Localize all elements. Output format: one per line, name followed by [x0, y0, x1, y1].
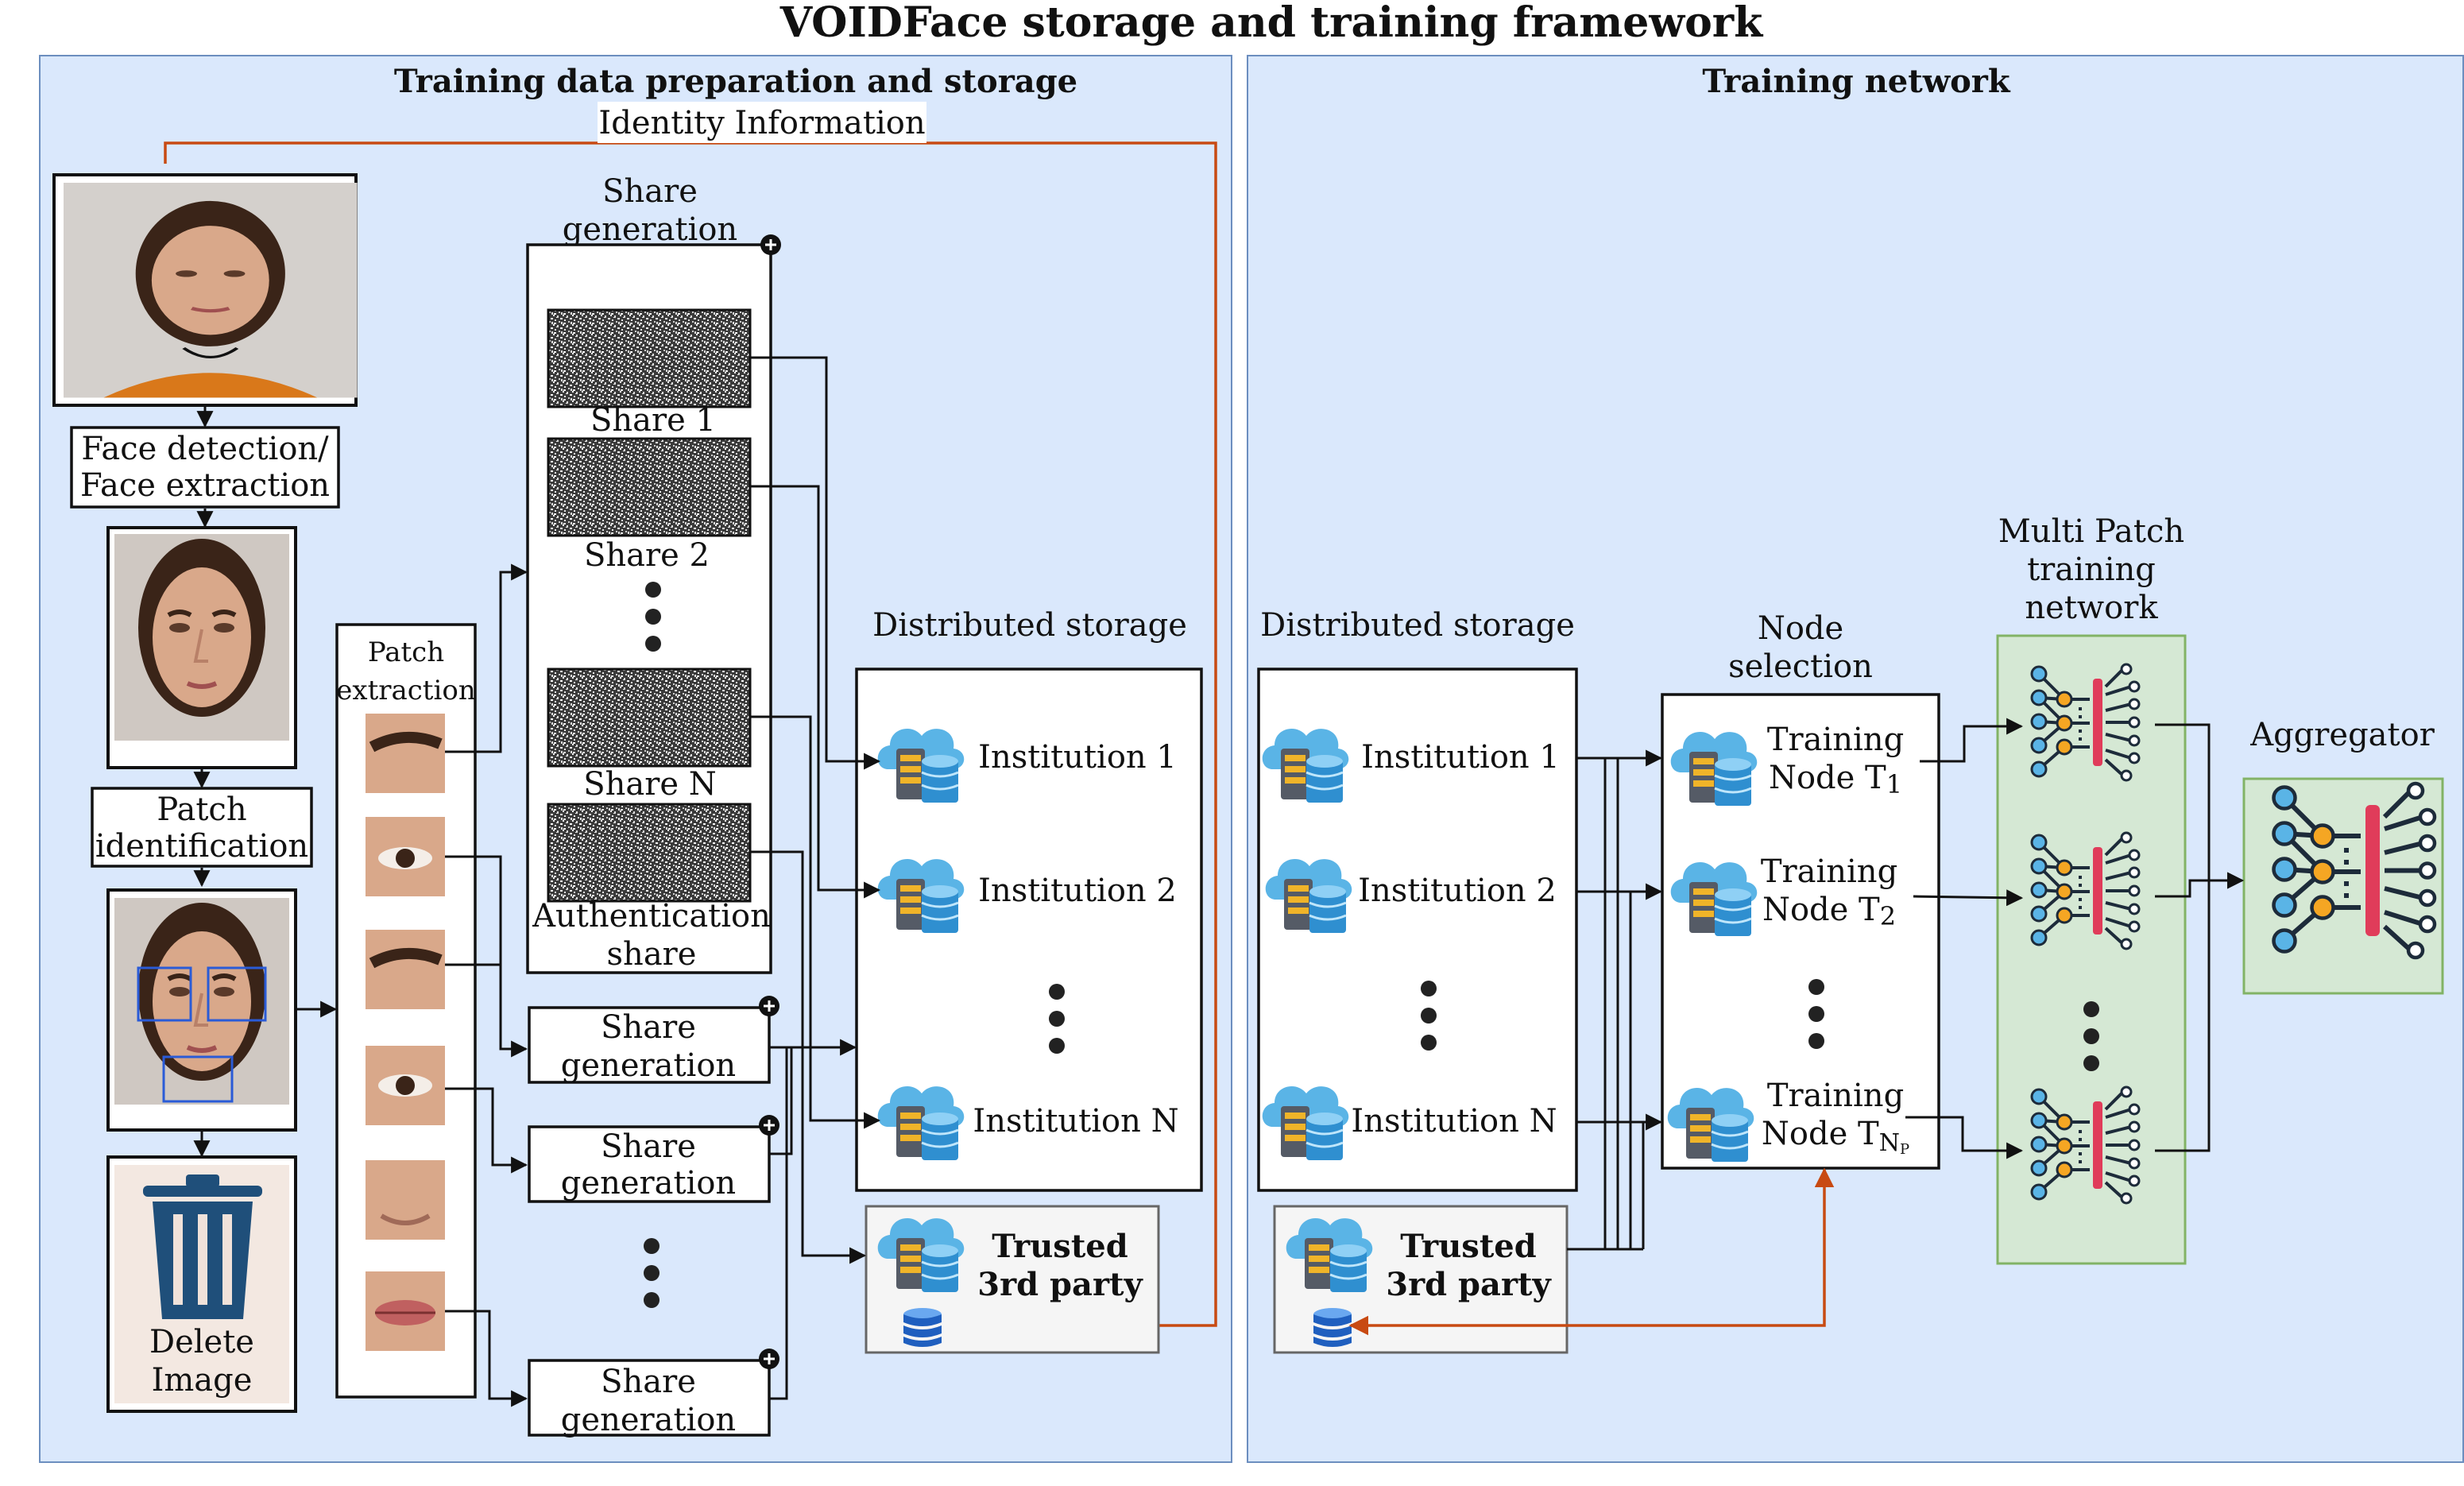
left-panel-title: Training data preparation and storage	[394, 63, 1077, 100]
patch-to-share-arrows	[445, 563, 528, 1407]
patch-nose	[366, 1160, 445, 1240]
left-trusted-label-1: Trusted	[992, 1228, 1128, 1265]
multi-patch-title-2: training	[2027, 551, 2156, 588]
network-to-aggregator-arrows	[2155, 723, 2245, 1152]
aggregator-box	[2242, 777, 2444, 995]
face-detection-label-2: Face extraction	[80, 467, 330, 504]
left-distributed-storage-title: Distributed storage	[872, 607, 1187, 644]
share-generation-3-label-2: generation	[561, 1402, 736, 1438]
patch-identification-label-1: Patch	[157, 791, 246, 828]
share-to-storage-arrows	[750, 356, 881, 1400]
left-institution-2-label: Institution 2	[978, 873, 1177, 909]
right-trusted-label-1: Trusted	[1400, 1228, 1536, 1265]
right-institution-1-label: Institution 1	[1361, 739, 1560, 776]
face-detection-label-1: Face detection/	[81, 431, 329, 467]
share-1-image	[547, 308, 752, 408]
share-generation-box-1	[528, 996, 779, 1084]
patch-eye-1	[366, 817, 445, 896]
patch-identification-label-2: identification	[95, 828, 308, 865]
node-selection-title-2: selection	[1728, 648, 1873, 685]
aggregator-title: Aggregator	[2249, 717, 2435, 753]
right-institution-ellipsis	[1421, 981, 1437, 1051]
identity-label: Identity Information	[598, 105, 925, 141]
share-generation-1-label-2: generation	[561, 1047, 736, 1084]
training-node-2-label-1: Training	[1761, 853, 1897, 890]
right-institution-n-label: Institution N	[1351, 1103, 1557, 1140]
delete-image-label-1: Delete	[149, 1324, 254, 1360]
figure-title: VOIDFace storage and training framework	[779, 0, 1763, 47]
patch-extraction-label-1: Patch	[368, 637, 444, 668]
left-trusted-label-2: 3rd party	[977, 1266, 1143, 1303]
patch-boxes	[137, 966, 267, 1103]
training-node-n-label-2: Node TNP	[1762, 1116, 1909, 1158]
storage-to-node-arrows	[1567, 749, 1663, 1251]
face-detection-box	[70, 426, 340, 509]
delete-image-label-2: Image	[152, 1362, 253, 1399]
auth-share-image	[547, 803, 752, 903]
annotated-face-image	[114, 898, 289, 1105]
left-institution-ellipsis	[1049, 984, 1065, 1054]
trash-icon	[143, 1174, 262, 1319]
training-node-ellipsis	[1808, 979, 1824, 1049]
share-generation-1-label-1: Share	[601, 1009, 696, 1046]
left-institution-1-label: Institution 1	[978, 739, 1177, 776]
identity-label-bg	[598, 102, 926, 143]
patch-eye-2	[366, 1046, 445, 1125]
node-to-network-arrows	[1905, 718, 2024, 1159]
patch-identification-box	[91, 787, 313, 868]
patch-eyebrow-1	[366, 714, 445, 793]
patch-lips	[366, 1271, 445, 1351]
cropped-face-image	[114, 534, 289, 741]
share-generation-3-label-1: Share	[601, 1364, 696, 1400]
share-generation-2-label-2: generation	[561, 1165, 736, 1202]
share-generation-top-label-2: generation	[563, 211, 737, 248]
multi-patch-title-1: Multi Patch	[1998, 513, 2184, 550]
share-generation-2-label-1: Share	[601, 1128, 696, 1165]
auth-share-label-2: share	[607, 936, 697, 973]
original-face-image	[64, 183, 358, 398]
auth-share-label-1: Authentication	[532, 898, 771, 935]
plus-icon	[760, 234, 781, 255]
right-distributed-storage-title: Distributed storage	[1260, 607, 1575, 644]
patch-extraction-label-2: extraction	[336, 675, 475, 706]
share-generation-top-label-1: Share	[602, 173, 698, 210]
training-node-2-label-2: Node T2	[1762, 892, 1896, 931]
right-panel-title: Training network	[1702, 63, 2010, 100]
node-selection-title-1: Node	[1758, 610, 1843, 647]
left-institution-n-label: Institution N	[973, 1103, 1178, 1140]
share-n-label: Share N	[583, 766, 717, 803]
right-trusted-label-2: 3rd party	[1386, 1266, 1552, 1303]
training-node-n-label-1: Training	[1767, 1078, 1904, 1114]
share-generation-box-3	[528, 1349, 779, 1437]
multi-patch-network-box	[1996, 634, 2187, 1265]
training-node-1-label-1: Training	[1767, 722, 1904, 758]
training-node-1-label-2: Node T1	[1769, 760, 1902, 799]
right-institution-2-label: Institution 2	[1358, 873, 1557, 909]
share-generation-ellipsis	[644, 1238, 660, 1308]
right-identity-line	[1351, 1167, 1835, 1327]
share-n-image	[547, 668, 752, 768]
share-2-image	[547, 437, 752, 537]
share-ellipsis	[645, 582, 661, 652]
share-2-label: Share 2	[584, 537, 710, 574]
share-generation-box-2	[528, 1115, 779, 1203]
patch-eyebrow-2	[366, 930, 445, 1009]
multi-patch-title-3: network	[2025, 590, 2158, 626]
patch-network-ellipsis	[2083, 1001, 2099, 1071]
share-1-label: Share 1	[590, 402, 716, 439]
